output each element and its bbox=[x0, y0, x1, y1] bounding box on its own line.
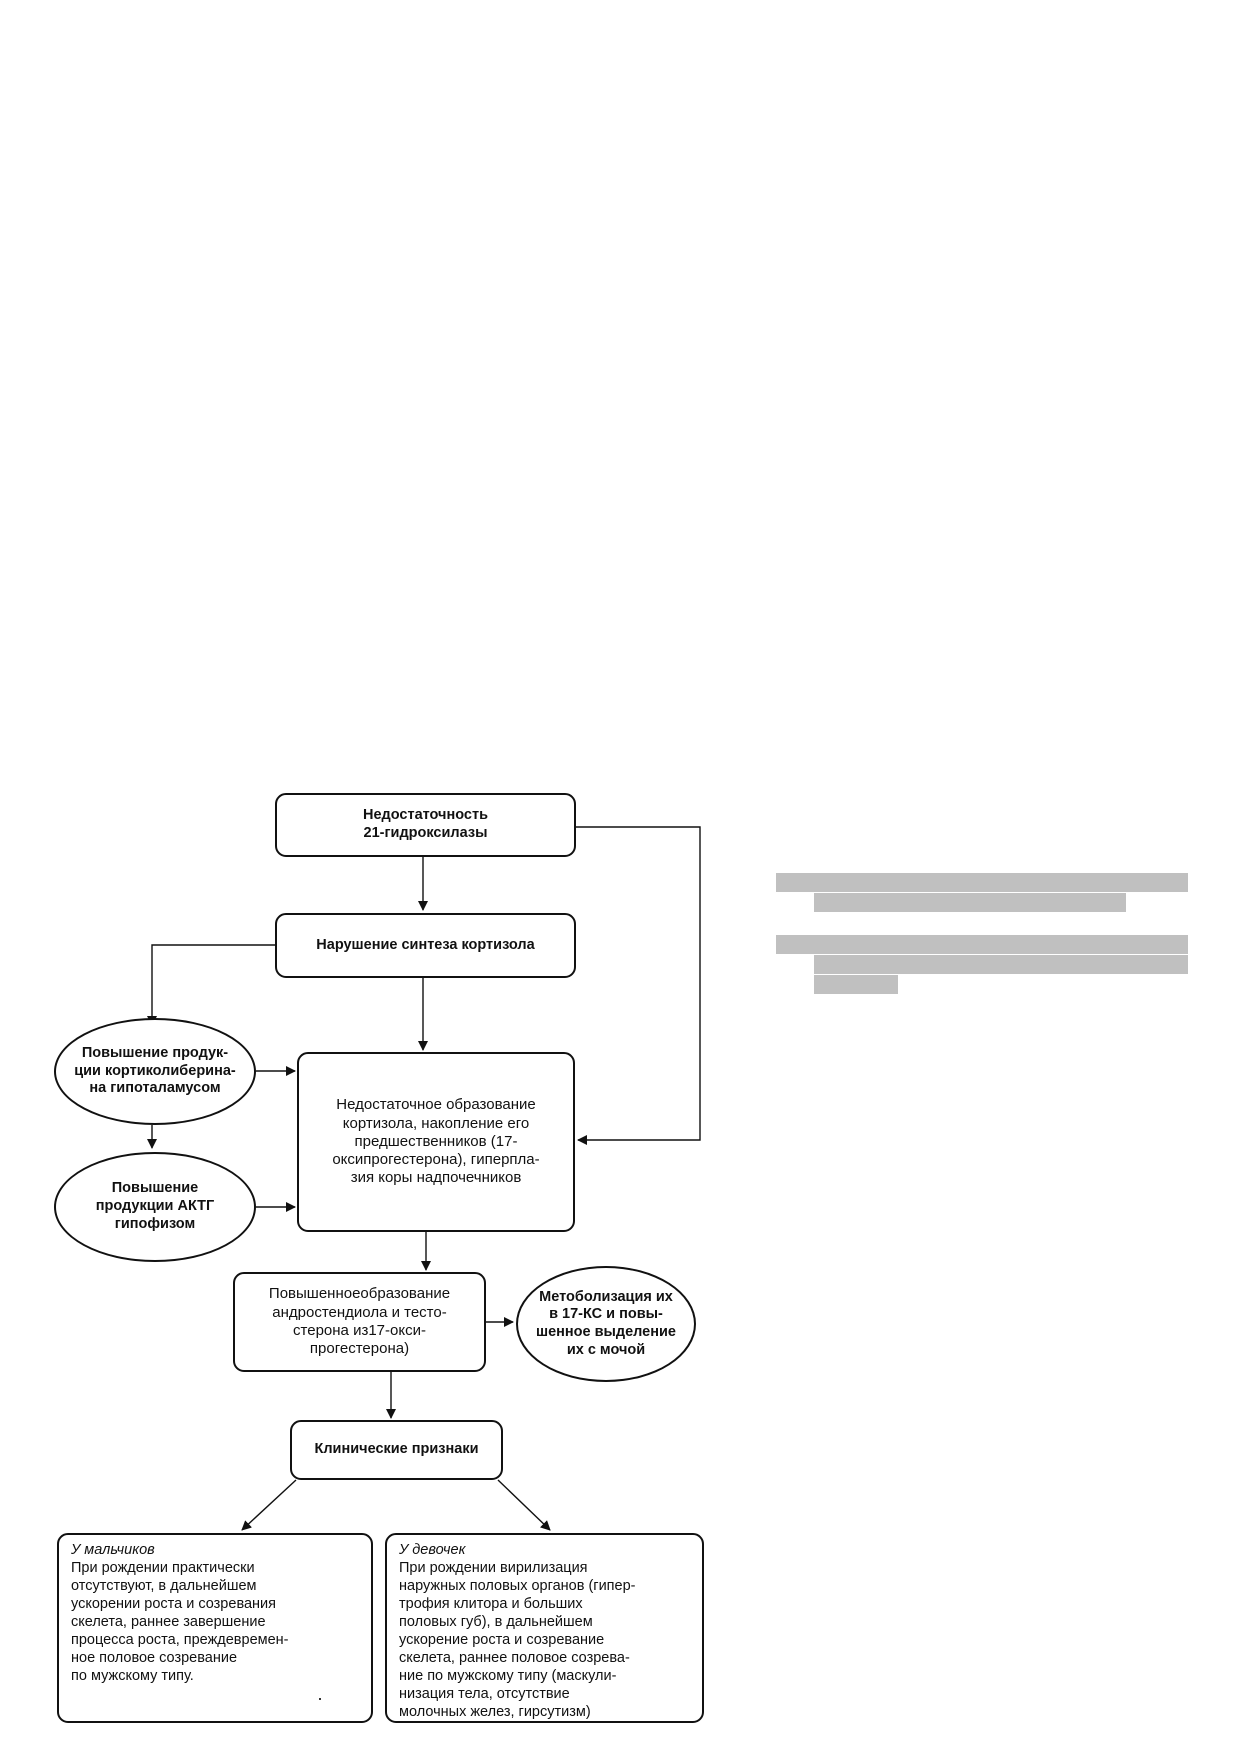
node-cortisol-synthesis-disorder: Нарушение синтеза кортизола bbox=[275, 913, 576, 978]
redacted-block-2-line-3 bbox=[814, 975, 898, 994]
node-acth-increase-label: Повышение продукции АКТГ гипофизом bbox=[95, 1180, 215, 1232]
boys-signs-title: У мальчиков bbox=[71, 1542, 155, 1558]
node-clinical-signs: Клинические признаки bbox=[290, 1420, 503, 1480]
girls-signs-body: При рождении вирилизация наружных половы… bbox=[399, 1559, 636, 1720]
node-corticoliberin-increase: Повышение продук- ции кортиколиберина- н… bbox=[54, 1018, 256, 1125]
node-17ks-metabolism-label: Метоболизация их в 17-КС и повы- шенное … bbox=[535, 1288, 676, 1358]
redacted-block-1-line-2 bbox=[814, 893, 1126, 912]
node-21-hydroxylase-deficiency: Недостаточность 21-гидроксилазы bbox=[275, 793, 576, 857]
arrow-clinical-to-girls bbox=[497, 1479, 551, 1531]
girls-signs-title: У девочек bbox=[399, 1542, 466, 1558]
node-acth-increase: Повышение продукции АКТГ гипофизом bbox=[54, 1152, 256, 1262]
redacted-block-2-line-1 bbox=[776, 935, 1188, 954]
redacted-block-2-line-2 bbox=[814, 955, 1188, 974]
node-boys-signs: У мальчиков При рождении практически отс… bbox=[57, 1533, 373, 1723]
node-clinical-signs-label: Клинические признаки bbox=[314, 1441, 479, 1458]
scan-speck bbox=[319, 1698, 321, 1700]
boys-signs-body: При рождении практически отсутствуют, в … bbox=[71, 1559, 289, 1684]
redacted-block-1-line-1 bbox=[776, 873, 1188, 892]
node-girls-signs: У девочек При рождении вирилизация наруж… bbox=[385, 1533, 704, 1723]
arrow-deficiency-to-insufficient bbox=[576, 826, 701, 1145]
node-21-hydroxylase-deficiency-label: Недостаточность 21-гидроксилазы bbox=[363, 807, 488, 841]
node-17ks-metabolism: Метоболизация их в 17-КС и повы- шенное … bbox=[516, 1266, 696, 1382]
node-insufficient-cortisol: Недостаточное образование кортизола, нак… bbox=[297, 1052, 575, 1232]
arrow-synthesis-to-corticoliberin bbox=[147, 944, 275, 1026]
arrow-clinical-to-boys bbox=[241, 1479, 297, 1531]
node-androgen-production: Повышенноеобразование андростендиола и т… bbox=[233, 1272, 486, 1372]
node-corticoliberin-increase-label: Повышение продук- ции кортиколиберина- н… bbox=[74, 1044, 236, 1097]
node-cortisol-synthesis-disorder-label: Нарушение синтеза кортизола bbox=[316, 936, 535, 953]
node-insufficient-cortisol-label: Недостаточное образование кортизола, нак… bbox=[332, 1096, 540, 1187]
node-androgen-production-label: Повышенноеобразование андростендиола и т… bbox=[268, 1285, 451, 1358]
